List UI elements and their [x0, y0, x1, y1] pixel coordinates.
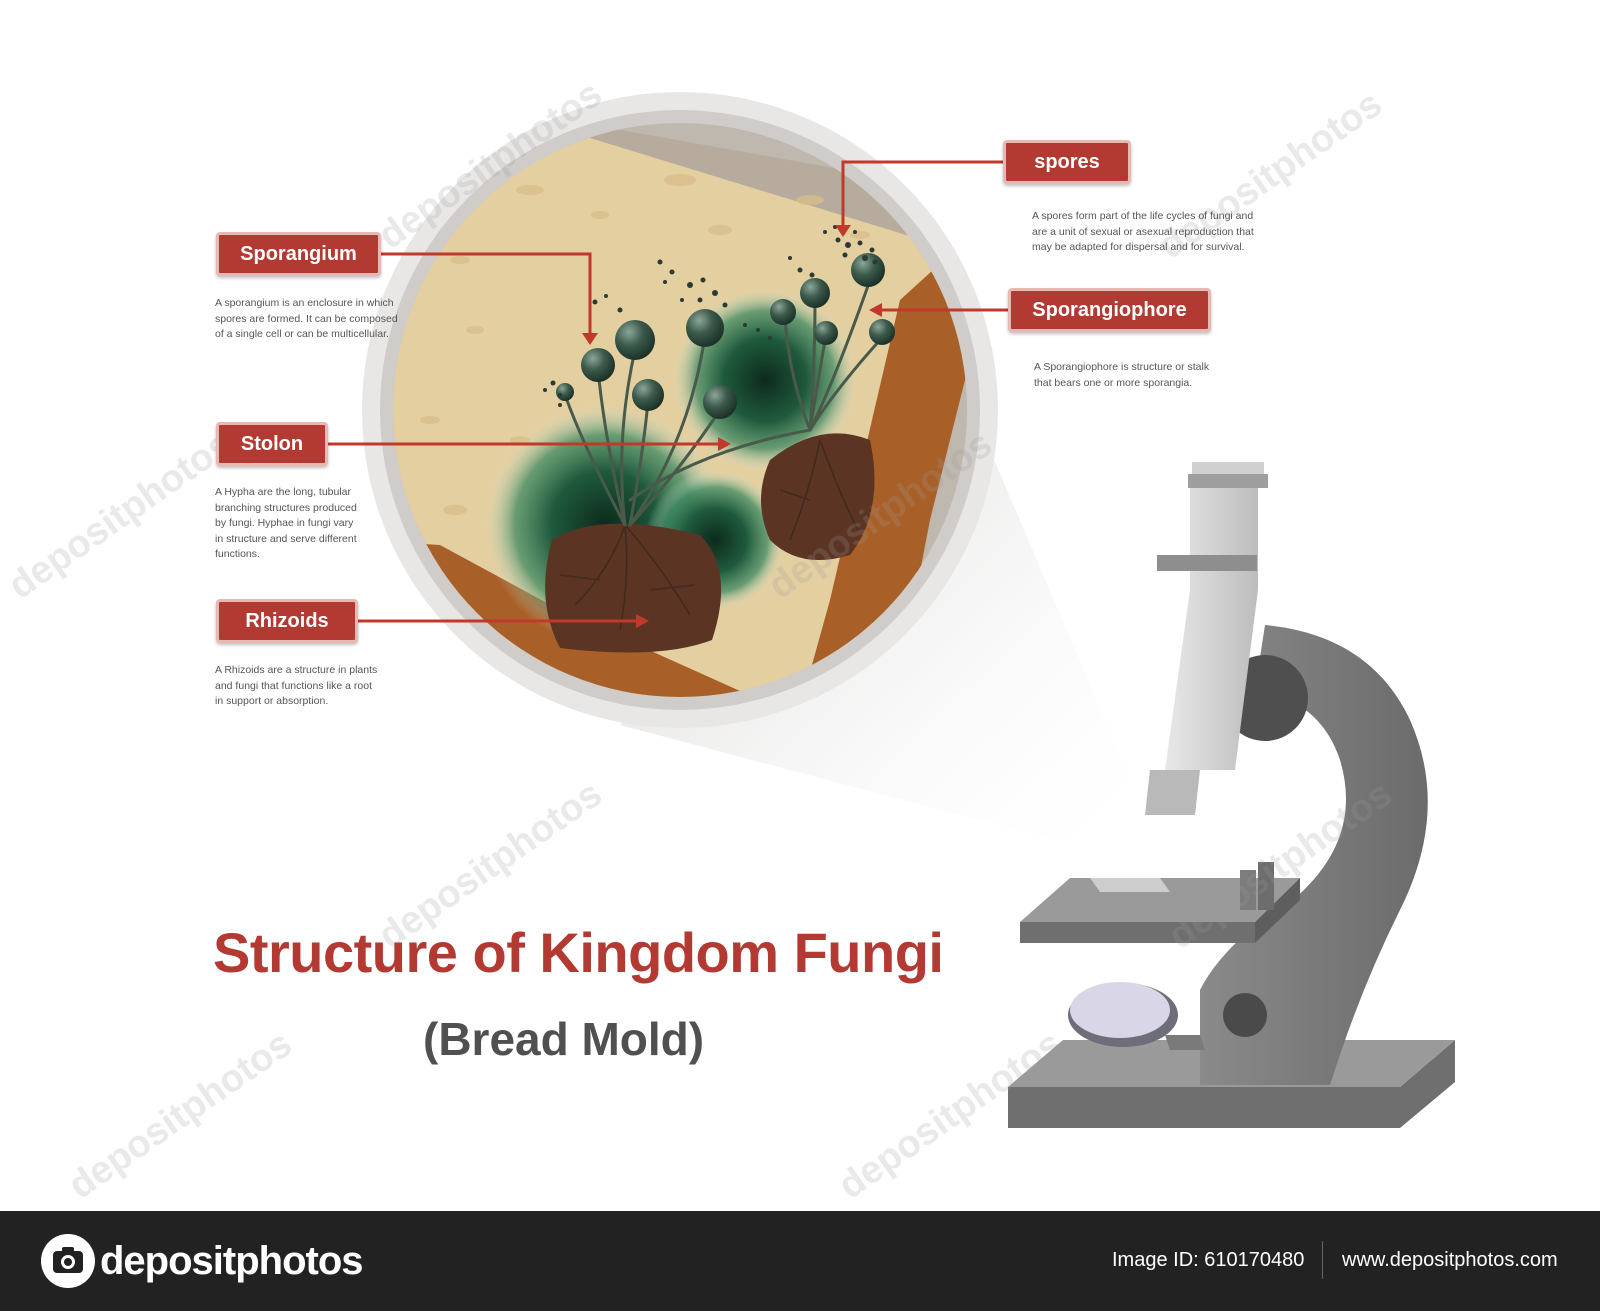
description-line: A spores form part of the life cycles of… — [1032, 209, 1254, 225]
rhizoid-mass — [545, 524, 721, 653]
footer-bar: depositphotos Image ID: 610170480 www.de… — [0, 1211, 1600, 1311]
description-line: A Rhizoids are a structure in plants — [215, 663, 377, 679]
label-sporangium-text: Sporangium — [240, 243, 357, 266]
footer-divider — [1322, 1241, 1323, 1279]
description-line: of a single cell or can be multicellular… — [215, 327, 398, 343]
objective-lens — [1145, 770, 1200, 815]
watermark-text: depositphotos — [1, 423, 240, 608]
camera-logo-icon — [40, 1233, 96, 1289]
page-title: Structure of Kingdom Fungi — [213, 920, 943, 985]
description-line: functions. — [215, 547, 357, 563]
footer-url: www.depositphotos.com — [1342, 1249, 1558, 1272]
description-line: A Hypha are the long, tubular — [215, 485, 357, 501]
description-line: in support or absorption. — [215, 694, 377, 710]
label-stolon-text: Stolon — [241, 433, 303, 456]
description-line: are a unit of sexual or asexual reproduc… — [1032, 225, 1254, 241]
description-line: in structure and serve different — [215, 532, 357, 548]
label-sporangiophore-text: Sporangiophore — [1032, 299, 1186, 322]
label-rhizoids: Rhizoids — [216, 599, 358, 643]
watermark-text: depositphotos — [61, 1023, 300, 1208]
label-sporangiophore: Sporangiophore — [1008, 288, 1211, 332]
footer-image-id: Image ID: 610170480 — [1112, 1249, 1304, 1272]
description-spores: A spores form part of the life cycles of… — [1032, 209, 1254, 256]
description-stolon: A Hypha are the long, tubular branching … — [215, 485, 357, 563]
description-line: by fungi. Hyphae in fungi vary — [215, 516, 357, 532]
description-sporangiophore: A Sporangiophore is structure or stalk t… — [1034, 360, 1209, 391]
description-sporangium: A sporangium is an enclosure in which sp… — [215, 296, 398, 343]
description-line: A Sporangiophore is structure or stalk — [1034, 360, 1209, 376]
description-line: and fungi that functions like a root — [215, 679, 377, 695]
footer-logo-text: depositphotos — [100, 1239, 363, 1284]
description-line: spores are formed. It can be composed — [215, 312, 398, 328]
description-line: may be adapted for dispersal and for sur… — [1032, 240, 1254, 256]
description-line: that bears one or more sporangia. — [1034, 376, 1209, 392]
description-line: branching structures produced — [215, 501, 357, 517]
label-spores-text: spores — [1034, 151, 1100, 174]
label-spores: spores — [1003, 140, 1131, 184]
page-subtitle: (Bread Mold) — [423, 1012, 704, 1066]
label-stolon: Stolon — [216, 422, 328, 466]
description-line: A sporangium is an enclosure in which — [215, 296, 398, 312]
label-rhizoids-text: Rhizoids — [245, 610, 328, 633]
label-sporangium: Sporangium — [216, 232, 381, 276]
description-rhizoids: A Rhizoids are a structure in plants and… — [215, 663, 377, 710]
